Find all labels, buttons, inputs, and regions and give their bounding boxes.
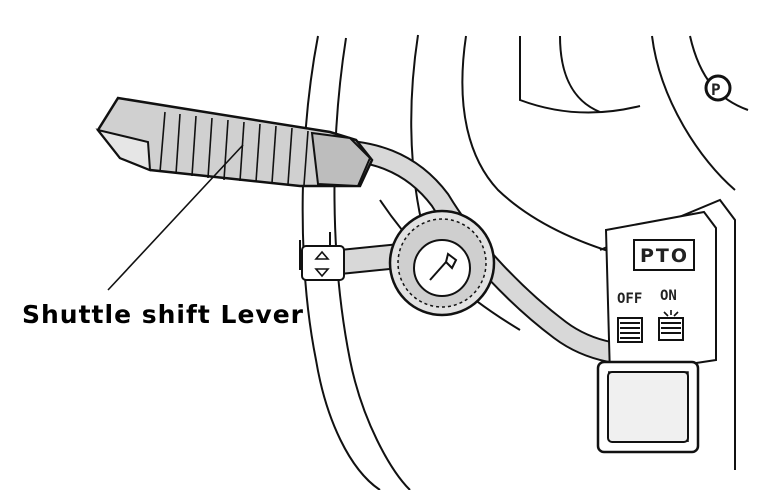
dashboard-outline bbox=[299, 34, 749, 490]
callout-leader-line bbox=[107, 144, 244, 291]
lever-grip-ridges bbox=[159, 111, 309, 186]
off-indicator-icon bbox=[617, 317, 643, 343]
key-icon bbox=[429, 252, 458, 281]
off-label: OFF bbox=[617, 291, 642, 307]
parking-brake-icon: P bbox=[704, 74, 732, 102]
on-indicator-icon bbox=[658, 310, 684, 341]
on-label: ON bbox=[660, 288, 677, 304]
key-switch bbox=[388, 209, 496, 317]
updown-arrow-icon bbox=[314, 250, 330, 278]
pto-panel: PTO OFF ON bbox=[604, 210, 717, 378]
pto-switch-icon bbox=[596, 360, 700, 454]
pto-label: PTO bbox=[640, 245, 689, 267]
svg-text:P: P bbox=[711, 80, 721, 99]
callout-label: Shuttle shift Lever bbox=[22, 300, 304, 329]
